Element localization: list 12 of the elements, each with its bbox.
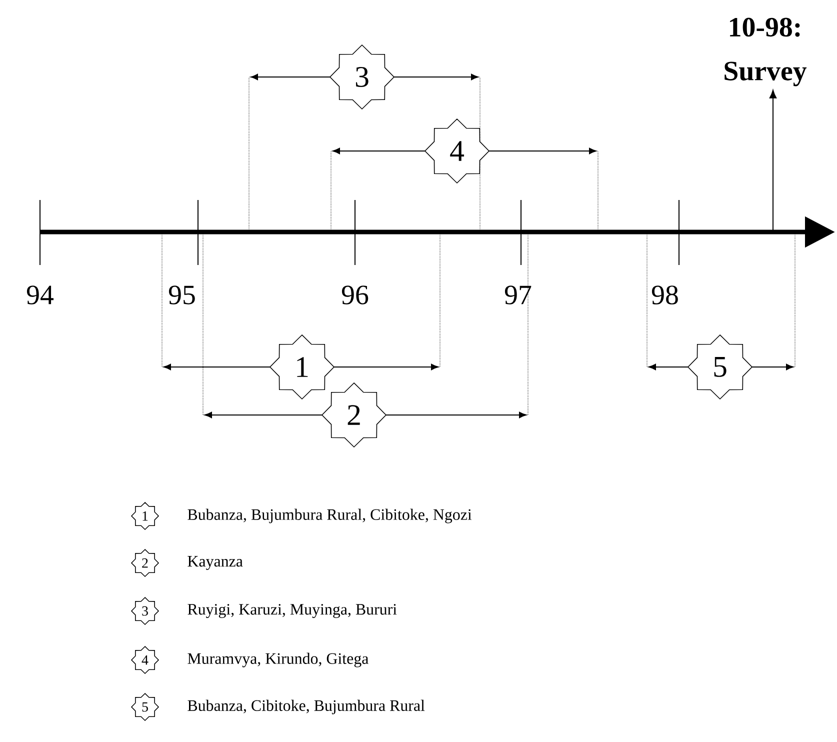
year-label: 95 — [168, 286, 195, 304]
legend-text: Kayanza — [188, 556, 243, 570]
legend-text: Bubanza, Bujumbura Rural, Cibitoke, Ngozi — [188, 508, 472, 524]
legend-text: Ruyigi, Karuzi, Muyinga, Bururi — [188, 604, 397, 618]
year-label: 97 — [504, 286, 532, 304]
survey-label: 10-98: Survey — [724, 18, 807, 86]
year-label: 96 — [342, 286, 368, 304]
arrow — [769, 90, 777, 232]
legend-text: Muramvya, Kirundo, Gitega — [188, 652, 368, 668]
year-label: 94 — [26, 286, 54, 304]
year-label: 98 — [652, 286, 678, 304]
legend-text: Bubanza, Cibitoke, Bujumbura Rural — [188, 700, 425, 714]
